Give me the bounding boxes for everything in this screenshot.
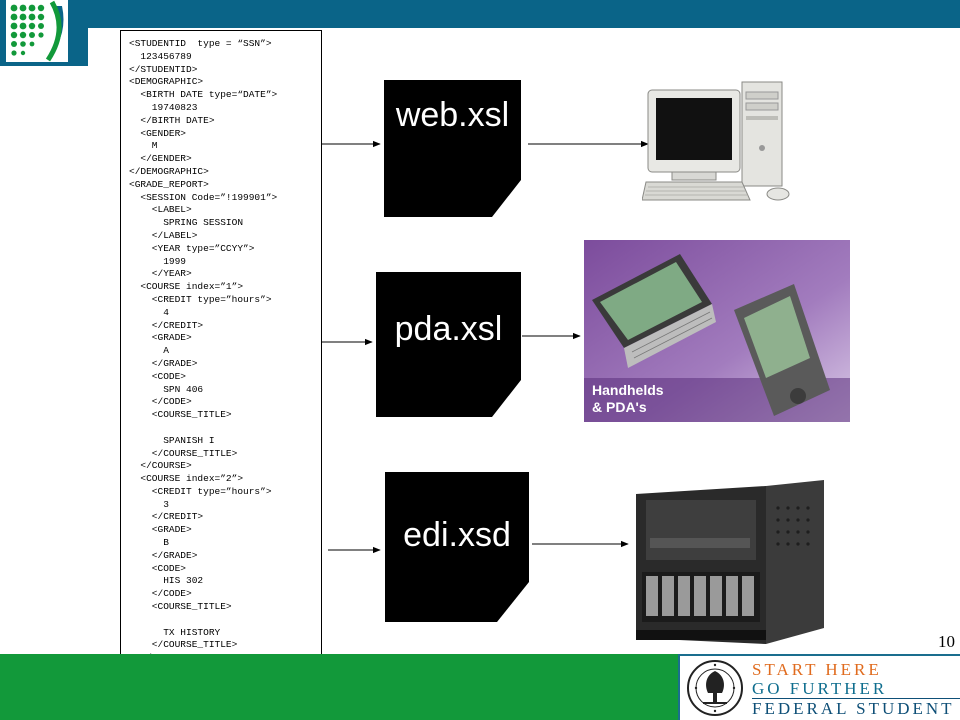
xml-line: B: [129, 537, 169, 549]
xml-line: </YEAR>: [129, 268, 192, 280]
xml-line: <LABEL>: [129, 204, 192, 216]
xml-line: </CODE>: [129, 588, 192, 600]
xml-line: <CODE>: [129, 562, 187, 574]
xml-line: <CREDIT type=”hours”>: [129, 293, 272, 305]
xml-line: <GRADE>: [129, 524, 192, 536]
xml-line: </DEMOGRAPHIC>: [129, 165, 209, 177]
xml-line: <BIRTH DATE type=“DATE”>: [129, 89, 278, 101]
department-seal-icon: [687, 660, 743, 716]
xml-line: M: [129, 140, 158, 152]
xml-line: <YEAR type=”CCYY”>: [129, 242, 255, 254]
xml-line: <COURSE index=”1”>: [129, 281, 244, 293]
page-number: 10: [938, 632, 955, 651]
edi-xsd-label: edi.xsd: [403, 516, 511, 554]
xml-line: A: [129, 345, 169, 357]
xml-line: <DEMOGRAPHIC>: [129, 76, 204, 88]
pda-xsl-label: pda.xsl: [394, 310, 503, 348]
xml-line: </LABEL>: [129, 229, 198, 241]
xml-line: </COURSE_TITLE>: [129, 447, 238, 459]
xml-line: <COURSE index=”2”>: [129, 473, 244, 485]
branding-panel: START HERE GO FURTHER FEDERAL STUDENT AI…: [678, 654, 960, 720]
xml-line: SPRING SESSION: [129, 217, 244, 229]
xml-line: </GRADE>: [129, 549, 198, 561]
go-further-text: GO FURTHER: [752, 679, 888, 698]
xml-line: 3: [129, 498, 169, 510]
xml-line: 123456789: [129, 50, 192, 62]
pda-xsl-document: pda.xsl: [376, 272, 521, 417]
xml-line: <GRADE>: [129, 332, 192, 344]
xml-line: 1999: [129, 255, 187, 267]
xml-source-panel: <STUDENTID type = “SSN”> 123456789</STUD…: [120, 30, 322, 673]
xml-line: TX HISTORY: [129, 626, 221, 638]
xml-line: <SESSION Code=”!199901”>: [129, 191, 278, 203]
xml-line: <STUDENTID type = “SSN”>: [129, 38, 272, 49]
xml-line: <CODE>: [129, 370, 187, 382]
handheld-pda-icon: Handhelds & PDA's: [584, 240, 850, 422]
handheld-caption-line2: & PDA's: [592, 399, 647, 415]
dot-grid-logo-icon: [6, 0, 68, 62]
xml-line: <COURSE_TITLE>: [129, 409, 232, 421]
xml-line: </GRADE>: [129, 357, 198, 369]
xml-line: </CREDIT>: [129, 319, 204, 331]
xml-line: <GENDER>: [129, 127, 187, 139]
header-band: [0, 0, 960, 28]
handheld-caption-line1: Handhelds: [592, 382, 664, 398]
web-xsl-label: web.xsl: [395, 96, 510, 134]
server-tower-icon: [636, 480, 824, 644]
xml-line: <GRADE_REPORT>: [129, 178, 209, 190]
edi-xsd-document: edi.xsd: [385, 472, 529, 622]
xml-line: HIS 302: [129, 575, 204, 587]
xml-line: SPN 406: [129, 383, 204, 395]
xml-line: <COURSE_TITLE>: [129, 601, 232, 613]
xml-line: </COURSE>: [129, 460, 192, 472]
xml-line: SPANISH I: [129, 434, 215, 446]
start-here-text: START HERE: [752, 660, 882, 679]
federal-student-aid-text: FEDERAL STUDENT AID: [752, 698, 960, 718]
desktop-computer-icon: [642, 81, 790, 201]
xml-line: </COURSE_TITLE>: [129, 639, 238, 651]
xml-line: </CREDIT>: [129, 511, 204, 523]
xml-line: </BIRTH DATE>: [129, 114, 215, 126]
web-xsl-document: web.xsl: [384, 80, 521, 217]
logo-panel: [0, 0, 88, 66]
xml-line: <CREDIT type=”hours”>: [129, 485, 272, 497]
xml-line: 19740823: [129, 101, 198, 113]
branding-text: START HERE GO FURTHER FEDERAL STUDENT AI…: [752, 660, 960, 718]
xml-line: </STUDENTID>: [129, 63, 198, 75]
xml-line: </CODE>: [129, 396, 192, 408]
xml-line: </GENDER>: [129, 153, 192, 165]
xml-line: 4: [129, 306, 169, 318]
